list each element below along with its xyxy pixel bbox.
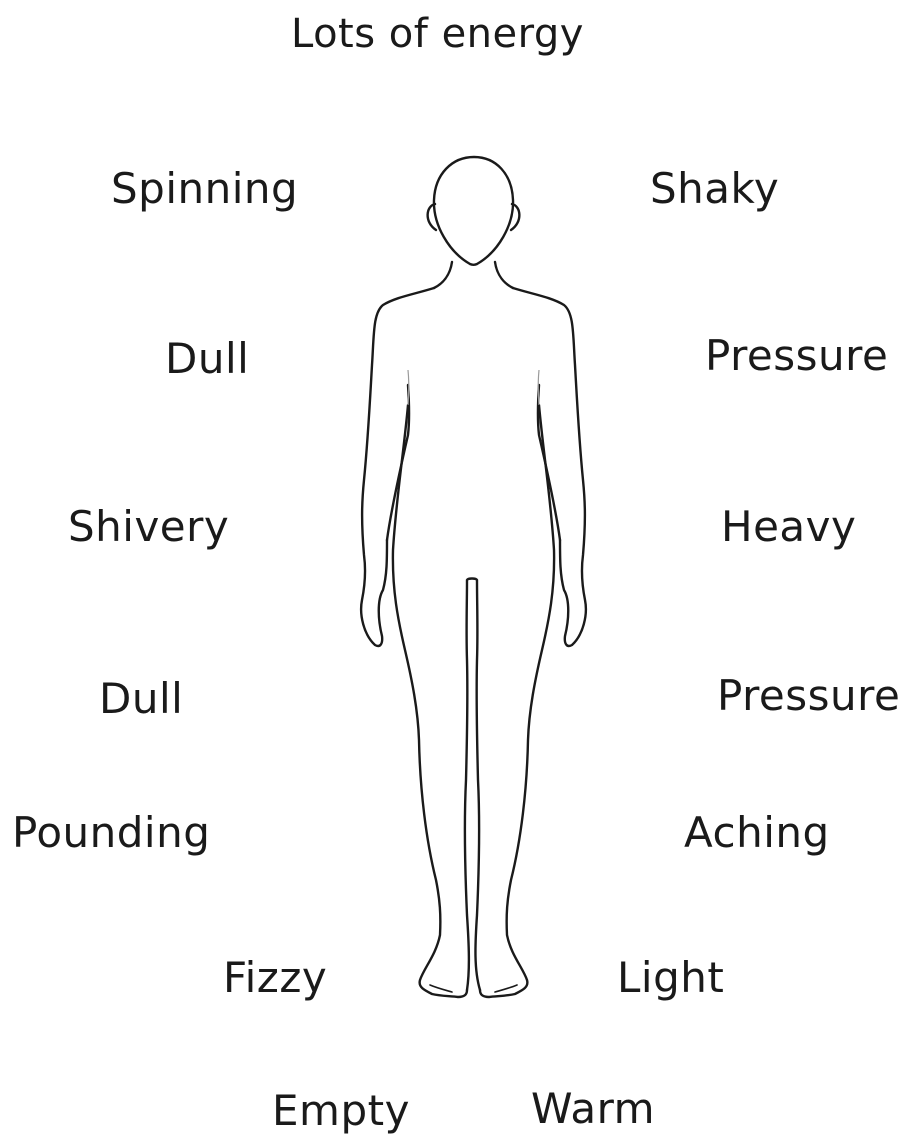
head-outline	[434, 157, 513, 265]
